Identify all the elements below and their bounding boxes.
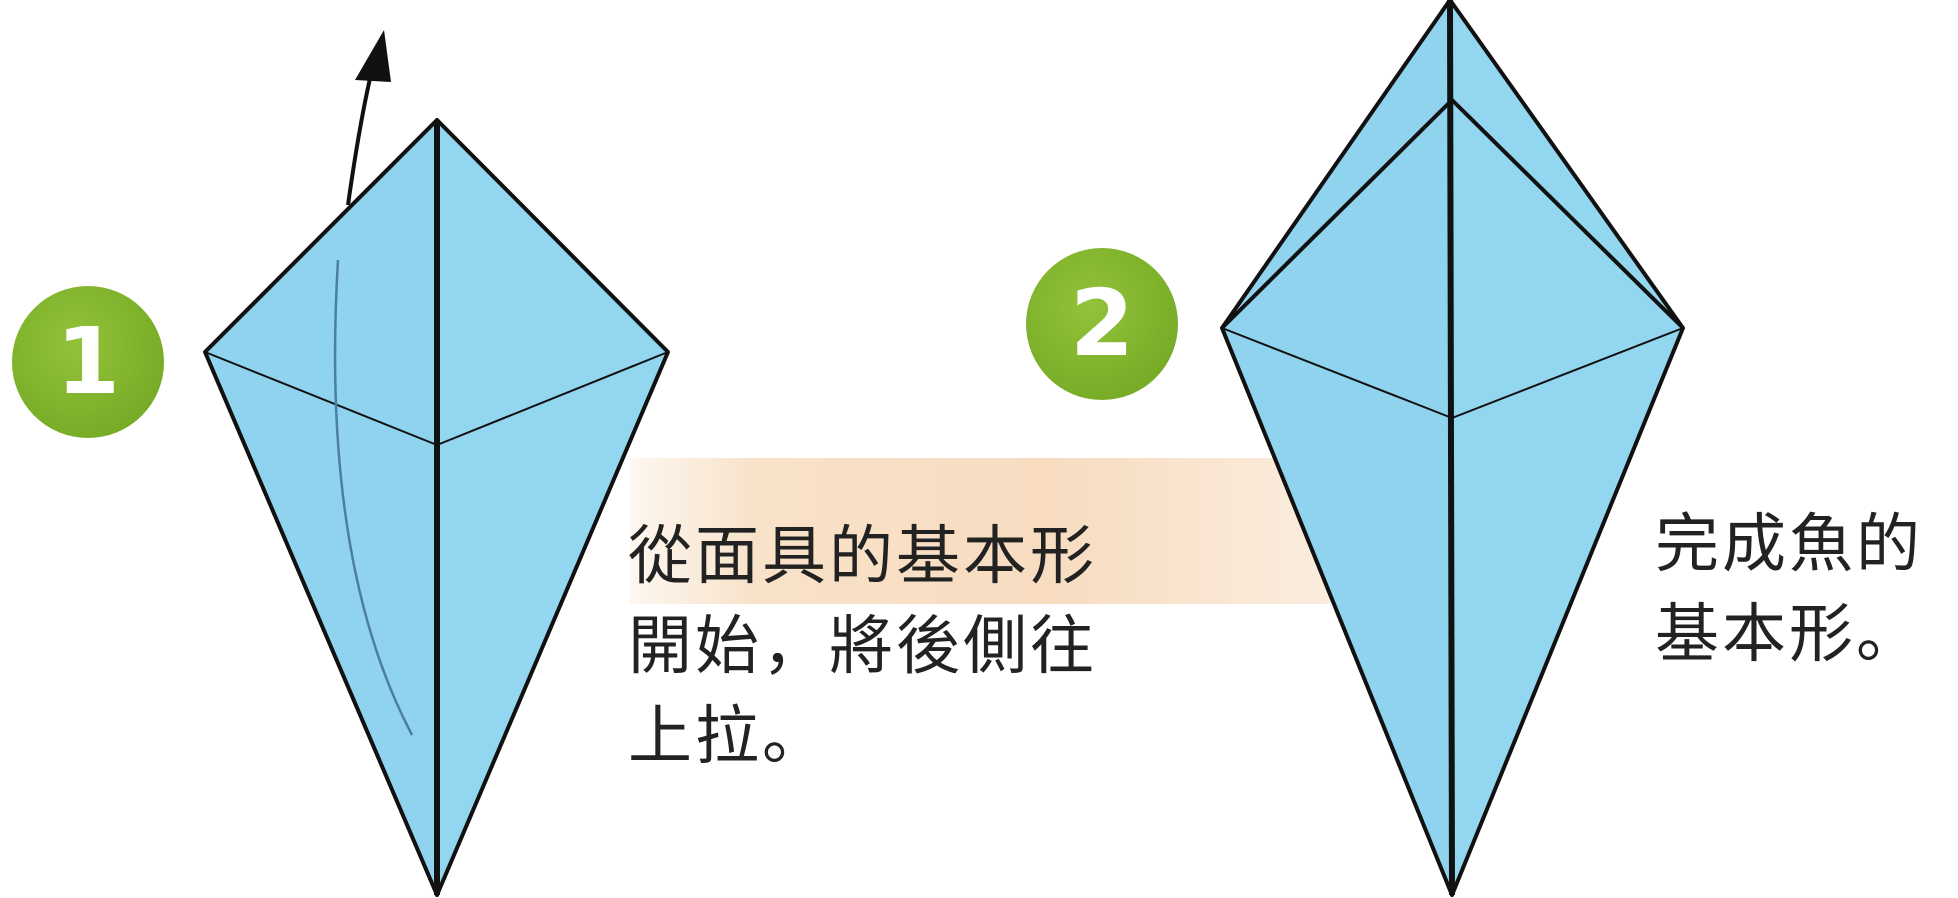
step-1-caption-line: 開始，將後側往 bbox=[628, 610, 1097, 684]
curved-arrow-up-icon bbox=[346, 69, 374, 206]
step-1-caption-line: 從面具的基本形 bbox=[628, 520, 1097, 594]
step-1-badge: 1 bbox=[12, 286, 164, 438]
step-1-kite-diagram bbox=[203, 30, 670, 897]
caption-highlight-band bbox=[630, 458, 1330, 604]
step-1-right-crease bbox=[436, 351, 669, 446]
step-1-caption: 從面具的基本形 開始，將後側往 上拉。 bbox=[628, 512, 1097, 782]
step-1-paper-left bbox=[203, 118, 439, 897]
step-1-hidden-fold-guide bbox=[333, 259, 414, 736]
step-2-right-crease bbox=[1451, 327, 1684, 419]
step-2-badge: 2 bbox=[1026, 248, 1178, 400]
step-1-left-crease bbox=[204, 351, 438, 446]
step-2-caption-line: 基本形。 bbox=[1655, 598, 1923, 672]
step-2-left-crease bbox=[1221, 327, 1453, 419]
step-2-caption-line: 完成魚的 bbox=[1655, 508, 1923, 582]
step-2-fish-base-diagram bbox=[1220, 0, 1685, 897]
step-2-caption: 完成魚的 基本形。 bbox=[1655, 500, 1923, 680]
step-2-center-fold bbox=[1447, 0, 1455, 896]
curved-arrow-up-head-icon bbox=[355, 30, 391, 82]
step-1-caption-line: 上拉。 bbox=[628, 700, 829, 774]
